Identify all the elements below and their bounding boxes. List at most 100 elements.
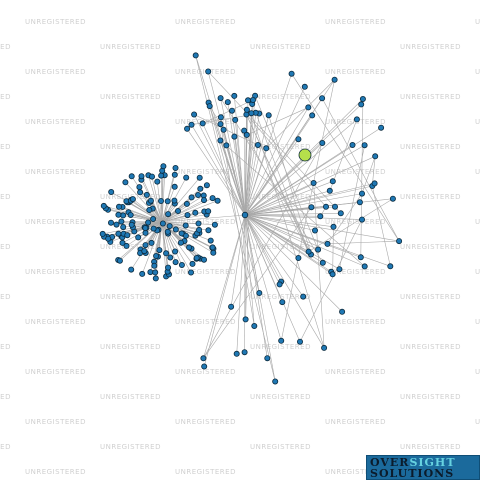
graph-node[interactable] [136,184,143,191]
graph-node[interactable] [137,189,144,196]
graph-node[interactable] [115,211,122,218]
graph-node[interactable] [129,196,136,203]
graph-node[interactable] [251,322,258,329]
graph-node[interactable] [242,316,249,323]
graph-node[interactable] [193,254,200,261]
graph-node[interactable] [263,145,270,152]
graph-node[interactable] [174,207,181,214]
graph-node[interactable] [295,136,302,143]
graph-node[interactable] [165,264,172,271]
graph-node[interactable] [143,191,150,198]
graph-node[interactable] [228,303,235,310]
graph-node[interactable] [99,230,106,237]
graph-node[interactable] [164,228,171,235]
graph-node[interactable] [187,269,194,276]
graph-node[interactable] [199,120,206,127]
graph-node[interactable] [331,203,338,210]
graph-node[interactable] [116,257,123,264]
graph-node[interactable] [241,127,248,134]
graph-node[interactable] [158,172,165,179]
graph-node[interactable] [142,242,149,249]
graph-node[interactable] [183,200,190,207]
graph-node[interactable] [151,262,158,269]
graph-node[interactable] [361,142,368,149]
graph-node[interactable] [371,180,378,187]
graph-node[interactable] [196,226,203,233]
graph-node[interactable] [192,209,199,216]
graph-node[interactable] [203,182,210,189]
graph-node[interactable] [358,216,365,223]
graph-node[interactable] [128,221,135,228]
graph-node[interactable] [167,254,174,261]
graph-node[interactable] [243,106,250,113]
graph-node[interactable] [254,141,261,148]
graph-node[interactable] [153,252,160,259]
graph-node[interactable] [139,270,146,277]
graph-node[interactable] [200,197,207,204]
graph-node[interactable] [165,211,172,218]
graph-node[interactable] [359,96,366,103]
graph-node[interactable] [105,235,112,242]
graph-node[interactable] [358,190,365,197]
graph-node[interactable] [337,210,344,217]
graph-node[interactable] [217,114,224,121]
graph-node[interactable] [231,133,238,140]
graph-node[interactable] [156,247,163,254]
graph-node[interactable] [207,237,214,244]
graph-node[interactable] [233,350,240,357]
graph-node[interactable] [217,121,224,128]
graph-node[interactable] [115,230,122,237]
graph-node[interactable] [127,211,134,218]
graph-node[interactable] [184,125,191,132]
graph-node[interactable] [164,198,171,205]
graph-node[interactable] [321,344,328,351]
graph-node[interactable] [378,124,385,131]
graph-node[interactable] [329,178,336,185]
graph-node[interactable] [182,222,189,229]
graph-node[interactable] [209,244,216,251]
graph-node[interactable] [148,173,155,180]
graph-node[interactable] [243,131,250,138]
graph-node[interactable] [309,112,316,119]
graph-node[interactable] [128,173,135,180]
graph-node[interactable] [154,178,161,185]
graph-node[interactable] [141,248,148,255]
graph-node[interactable] [311,227,318,234]
graph-node[interactable] [116,203,123,210]
graph-node[interactable] [224,99,231,106]
graph-node[interactable] [272,378,279,385]
graph-node[interactable] [223,142,230,149]
graph-node[interactable] [326,187,333,194]
graph-node[interactable] [152,269,159,276]
graph-node[interactable] [361,263,368,270]
graph-node[interactable] [387,263,394,270]
graph-node[interactable] [353,116,360,123]
graph-node[interactable] [256,289,263,296]
graph-node[interactable] [163,250,170,257]
graph-node[interactable] [123,242,130,249]
graph-node[interactable] [191,111,198,118]
graph-node[interactable] [372,153,379,160]
graph-node[interactable] [172,226,179,233]
graph-node[interactable] [184,212,191,219]
graph-node[interactable] [264,355,271,362]
graph-node[interactable] [171,197,178,204]
graph-node[interactable] [214,197,221,204]
graph-node[interactable] [152,275,159,282]
graph-node[interactable] [241,349,248,356]
graph-node[interactable] [189,260,196,267]
graph-node[interactable] [148,239,155,246]
graph-node[interactable] [339,308,346,315]
graph-node[interactable] [330,223,337,230]
graph-node[interactable] [279,299,286,306]
graph-hub-node[interactable] [241,211,249,219]
graph-node[interactable] [248,110,255,117]
graph-node[interactable] [389,195,396,202]
graph-node[interactable] [122,179,129,186]
graph-node[interactable] [244,97,251,104]
highlighted-node[interactable] [298,148,312,162]
graph-node[interactable] [209,195,216,202]
graph-node[interactable] [319,95,326,102]
graph-node[interactable] [118,218,125,225]
graph-node[interactable] [177,239,184,246]
